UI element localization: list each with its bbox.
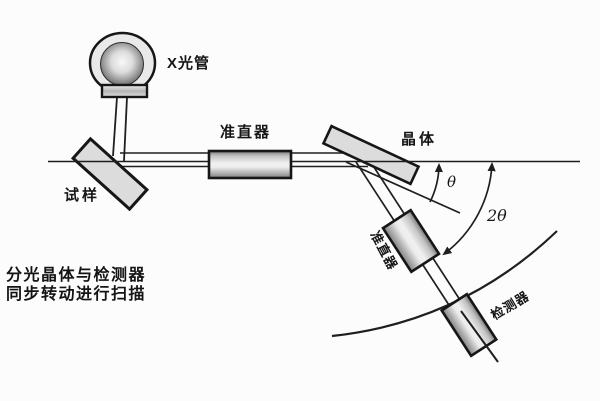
primary-collimator-shape — [207, 149, 293, 180]
detector-axis-line — [460, 310, 499, 363]
two-theta-arc — [442, 161, 496, 256]
primary-collimator-label: 准直器 — [220, 124, 272, 141]
crystal-shape — [321, 124, 421, 186]
caption-line-2: 同步转动进行扫描 — [6, 286, 147, 303]
caption: 分光晶体与检测器 同步转动进行扫描 — [6, 266, 146, 304]
sample-label: 试样 — [64, 187, 101, 204]
tube-ray-right-line — [123, 96, 128, 162]
tube-ray-left-line — [112, 96, 118, 157]
theta-label: θ — [447, 173, 457, 191]
crystal-label: 晶体 — [401, 131, 438, 148]
x-ray-tube-base — [100, 83, 149, 99]
x-ray-tube-window — [100, 42, 144, 86]
sample-shape — [70, 136, 150, 212]
crystal-plane-line — [345, 161, 461, 214]
two-theta-label: 2θ — [487, 206, 507, 225]
theta-arc — [429, 162, 443, 203]
x-ray-tube-label: X光管 — [167, 55, 211, 72]
detector-track-arc — [331, 230, 558, 338]
secondary-collimator-shape — [381, 208, 441, 274]
caption-line-1: 分光晶体与检测器 — [6, 267, 147, 284]
